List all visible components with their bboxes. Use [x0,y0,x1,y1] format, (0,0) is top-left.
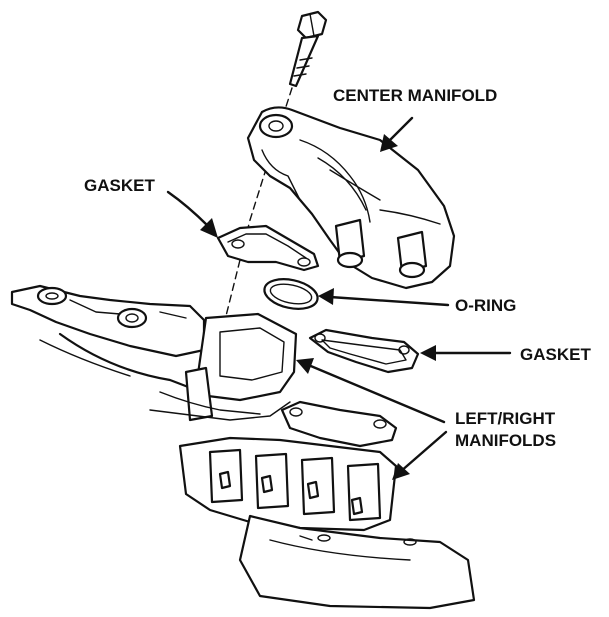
label-manifolds: MANIFOLDS [455,431,556,450]
label-gasket-right: GASKET [520,345,591,364]
upper-gasket-illustration [216,224,320,272]
lower-manifolds-illustration [10,284,476,610]
label-center-manifold: CENTER MANIFOLD [333,86,497,105]
right-gasket-illustration [308,328,420,374]
label-left-right: LEFT/RIGHT [455,409,556,428]
center-manifold-illustration [246,106,456,290]
leader-lines [166,116,512,480]
label-o-ring: O-RING [455,296,516,315]
o-ring-illustration [263,278,319,310]
label-gasket-upper: GASKET [84,176,155,195]
